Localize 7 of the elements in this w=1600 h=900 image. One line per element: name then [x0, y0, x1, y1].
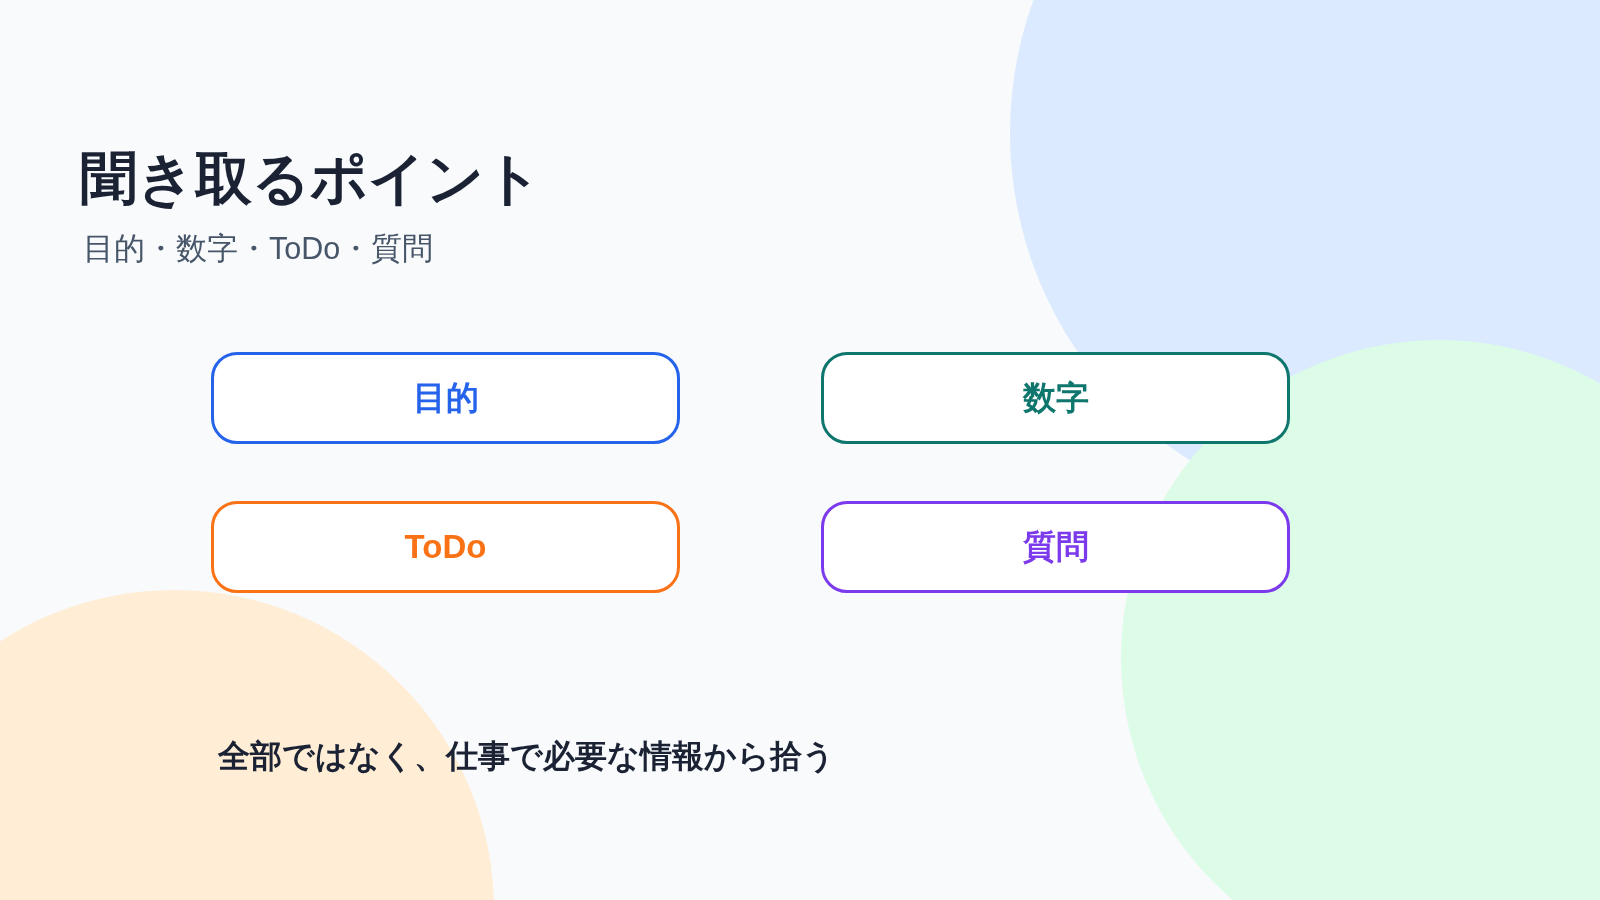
- subtitle: 目的・数字・ToDo・質問: [83, 230, 434, 267]
- topic-box: 目的: [211, 352, 680, 444]
- topic-box: 数字: [821, 352, 1290, 444]
- title: 聞き取るポイント: [80, 145, 542, 212]
- topic-box: ToDo: [211, 501, 680, 593]
- note-text: 全部ではなく、仕事で必要な情報から拾う: [218, 737, 835, 776]
- topic-box: 質問: [821, 501, 1290, 593]
